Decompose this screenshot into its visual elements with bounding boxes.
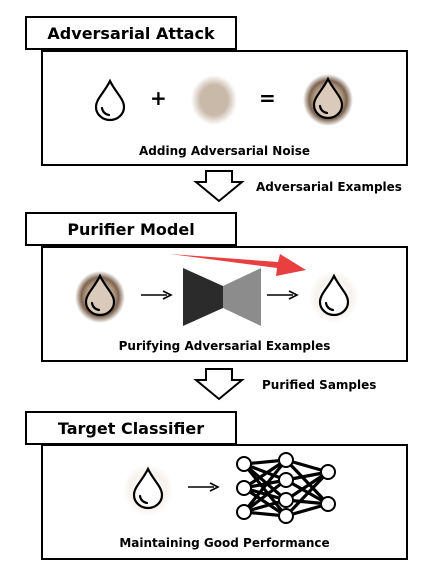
target-classifier-title: Target Classifier: [25, 411, 237, 445]
purified-drop-icon: [309, 271, 359, 323]
down-arrow-icon: [193, 368, 245, 401]
right-arrow-icon: [267, 290, 299, 300]
network-node: [320, 464, 336, 480]
transition-label-adversarial-examples: Adversarial Examples: [256, 180, 402, 194]
network-node: [236, 504, 252, 520]
right-arrow-icon: [188, 482, 220, 492]
network-node: [278, 492, 294, 508]
purifier-model-title: Purifier Model: [25, 212, 237, 246]
equals-sign: =: [259, 86, 276, 110]
adversarial-attack-caption: Adding Adversarial Noise: [139, 144, 310, 158]
adversarial-drop-icon: [75, 271, 125, 323]
adversarial-attack-title: Adversarial Attack: [25, 16, 237, 50]
network-node: [320, 496, 336, 512]
purifier-model-icon: [183, 268, 261, 326]
network-node: [236, 456, 252, 472]
network-node: [236, 480, 252, 496]
transition-label-purified-samples: Purified Samples: [262, 378, 377, 392]
purifier-model-caption: Purifying Adversarial Examples: [118, 339, 331, 353]
network-node: [278, 508, 294, 524]
plus-sign: +: [150, 86, 167, 110]
purified-drop-icon: [123, 464, 173, 516]
noise-blob-icon: [191, 75, 237, 125]
network-node: [278, 452, 294, 468]
down-arrow-icon: [193, 170, 245, 203]
water-drop-icon: [94, 78, 126, 122]
right-arrow-icon: [141, 290, 173, 300]
neural-network-icon: [236, 452, 336, 524]
adversarial-drop-icon: [303, 74, 353, 126]
network-node: [278, 472, 294, 488]
target-classifier-panel: [41, 444, 408, 560]
highlight-arrow-icon: [170, 254, 306, 276]
target-classifier-caption: Maintaining Good Performance: [119, 536, 330, 550]
